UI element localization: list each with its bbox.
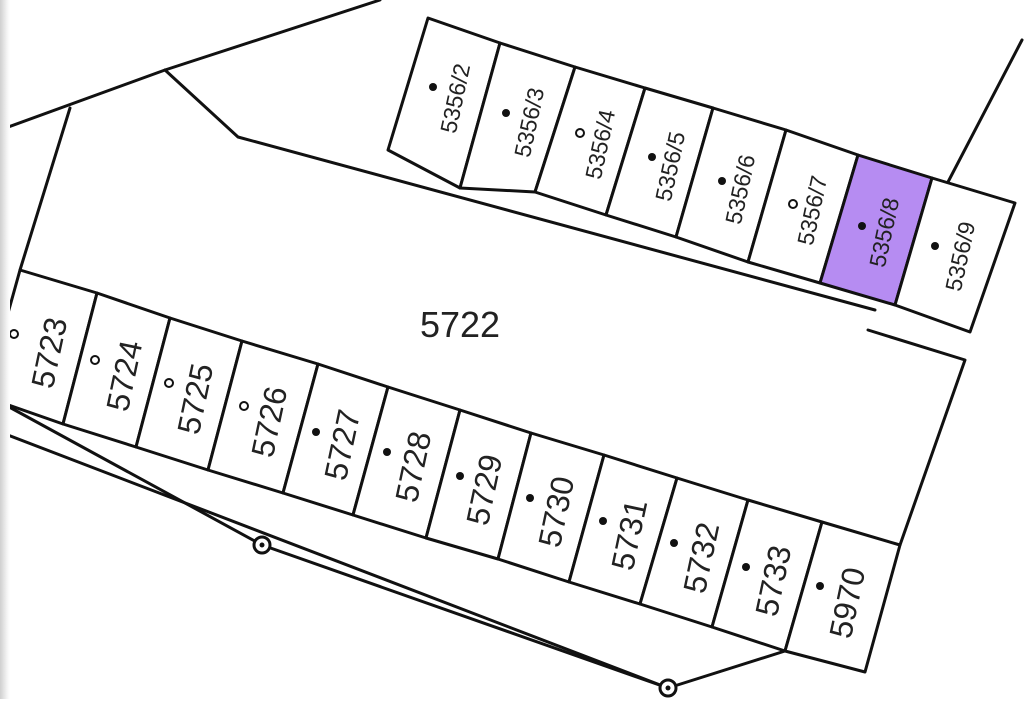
centroid-dot <box>456 472 464 480</box>
centroid-dot <box>502 109 510 117</box>
centroid-dot <box>383 448 391 456</box>
centroid-dot <box>312 428 320 436</box>
centroid-dot <box>816 582 824 590</box>
road-line-lower <box>260 543 670 690</box>
road-line-upper <box>0 400 264 547</box>
scroll-edge-shadow <box>0 0 10 699</box>
right-top-boundary-line <box>946 38 1024 184</box>
centroid-ring <box>9 329 19 339</box>
centroid-dot <box>526 494 534 502</box>
road-line-east <box>666 649 787 690</box>
centroid-ring <box>90 355 100 365</box>
diagonal-road-line <box>163 68 877 312</box>
centroid-ring <box>575 128 585 138</box>
survey-markers <box>252 535 678 698</box>
centroid-ring <box>239 401 249 411</box>
parcel-5356-9[interactable] <box>893 176 1017 334</box>
centroid-dot <box>718 177 726 185</box>
centroid-dot <box>742 563 750 571</box>
upper-parcel-row <box>386 16 1017 334</box>
parcel-centroid-dots <box>9 83 939 590</box>
centroid-dot <box>648 153 656 161</box>
centroid-dot <box>599 517 607 525</box>
parcel-5722-east-line <box>866 328 967 547</box>
parcel-5970[interactable] <box>783 520 902 674</box>
survey-marker-center <box>259 542 265 548</box>
road-line-middle <box>0 430 670 690</box>
centroid-dot <box>429 83 437 91</box>
centroid-ring <box>788 199 798 209</box>
centroid-dot <box>931 242 939 250</box>
left-boundary-line <box>18 106 72 272</box>
centroid-dot <box>858 222 866 230</box>
centroid-ring <box>164 378 174 388</box>
survey-marker-center <box>665 685 671 691</box>
parcel-label-5722: 5722 <box>420 304 500 345</box>
centroid-dot <box>670 539 678 547</box>
lower-parcel-row <box>0 268 902 674</box>
top-boundary-line <box>0 0 382 132</box>
